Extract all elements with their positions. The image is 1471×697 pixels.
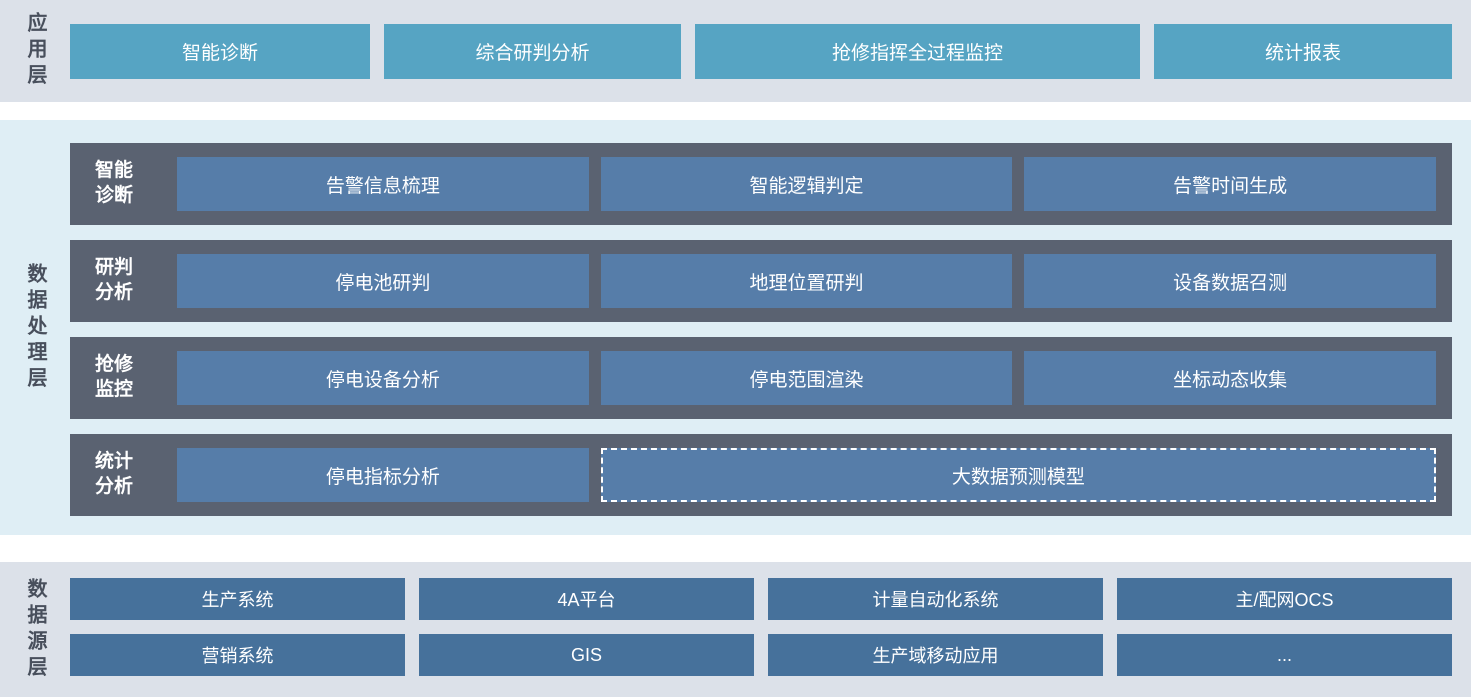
data-processing-layer-gutter: 数据处理层	[0, 120, 70, 535]
application-layer-label: 应用层	[24, 12, 46, 90]
box-device-data-reading: 设备数据召测	[1024, 254, 1437, 308]
box-production-system: 生产系统	[70, 578, 405, 620]
processing-row-repair-monitoring: 抢修 监控 停电设备分析 停电范围渲染 坐标动态收集	[70, 337, 1452, 419]
row-buttons: 停电指标分析 大数据预测模型	[177, 448, 1452, 502]
data-processing-layer-band: 数据处理层 智能 诊断 告警信息梳理 智能逻辑判定 告警时间生成 研判 分析 停…	[0, 120, 1471, 535]
data-source-layer-gutter: 数据源层	[0, 562, 70, 697]
box-4a-platform: 4A平台	[419, 578, 754, 620]
box-main-distribution-ocs: 主/配网OCS	[1117, 578, 1452, 620]
box-outage-indicator-analysis: 停电指标分析	[177, 448, 589, 502]
row-label: 统计 分析	[95, 451, 134, 497]
processing-rows: 智能 诊断 告警信息梳理 智能逻辑判定 告警时间生成 研判 分析 停电池研判 地…	[70, 120, 1452, 516]
source-systems-grid: 生产系统 4A平台 计量自动化系统 主/配网OCS 营销系统 GIS 生产域移动…	[70, 578, 1452, 676]
box-alarm-time-generation: 告警时间生成	[1024, 157, 1437, 211]
processing-row-analysis: 研判 分析 停电池研判 地理位置研判 设备数据召测	[70, 240, 1452, 322]
data-processing-layer-content: 智能 诊断 告警信息梳理 智能逻辑判定 告警时间生成 研判 分析 停电池研判 地…	[70, 120, 1471, 535]
app-box-comprehensive-analysis: 综合研判分析	[384, 23, 681, 79]
data-source-layer-content: 生产系统 4A平台 计量自动化系统 主/配网OCS 营销系统 GIS 生产域移动…	[70, 562, 1471, 697]
app-box-statistical-reports: 统计报表	[1154, 23, 1452, 79]
box-coordinate-dynamic-collection: 坐标动态收集	[1024, 351, 1437, 405]
box-outage-pool-analysis: 停电池研判	[177, 254, 589, 308]
box-metering-automation-system: 计量自动化系统	[768, 578, 1103, 620]
box-big-data-prediction-model: 大数据预测模型	[600, 448, 1436, 502]
processing-row-intelligent-diagnosis: 智能 诊断 告警信息梳理 智能逻辑判定 告警时间生成	[70, 143, 1452, 225]
band-gap	[0, 102, 1471, 120]
application-layer-gutter: 应用层	[0, 0, 70, 102]
box-marketing-system: 营销系统	[70, 634, 405, 676]
box-alarm-info-sorting: 告警信息梳理	[177, 157, 589, 211]
band-gap	[0, 535, 1471, 562]
row-label: 研判 分析	[95, 257, 134, 303]
box-intelligent-logic-judgment: 智能逻辑判定	[600, 157, 1013, 211]
row-label: 智能 诊断	[95, 160, 134, 206]
box-geographic-location-analysis: 地理位置研判	[600, 254, 1013, 308]
processing-row-statistical-analysis: 统计 分析 停电指标分析 大数据预测模型	[70, 434, 1452, 516]
row-buttons: 停电设备分析 停电范围渲染 坐标动态收集	[177, 351, 1452, 405]
box-gis: GIS	[419, 634, 754, 676]
row-buttons: 停电池研判 地理位置研判 设备数据召测	[177, 254, 1452, 308]
row-label: 抢修 监控	[95, 354, 134, 400]
box-outage-range-rendering: 停电范围渲染	[600, 351, 1013, 405]
app-box-intelligent-diagnosis: 智能诊断	[70, 23, 370, 79]
box-production-mobile-app: 生产域移动应用	[768, 634, 1103, 676]
application-layer-content: 智能诊断 综合研判分析 抢修指挥全过程监控 统计报表	[70, 0, 1471, 102]
application-buttons-row: 智能诊断 综合研判分析 抢修指挥全过程监控 统计报表	[70, 0, 1452, 102]
box-outage-equipment-analysis: 停电设备分析	[177, 351, 589, 405]
app-box-repair-command-monitoring: 抢修指挥全过程监控	[695, 23, 1140, 79]
application-layer-band: 应用层 智能诊断 综合研判分析 抢修指挥全过程监控 统计报表	[0, 0, 1471, 102]
box-ellipsis-more: ...	[1117, 634, 1452, 676]
data-processing-layer-label: 数据处理层	[24, 262, 46, 393]
data-source-layer-label: 数据源层	[24, 577, 46, 682]
row-buttons: 告警信息梳理 智能逻辑判定 告警时间生成	[177, 157, 1452, 211]
data-source-layer-band: 数据源层 生产系统 4A平台 计量自动化系统 主/配网OCS 营销系统 GIS …	[0, 562, 1471, 697]
